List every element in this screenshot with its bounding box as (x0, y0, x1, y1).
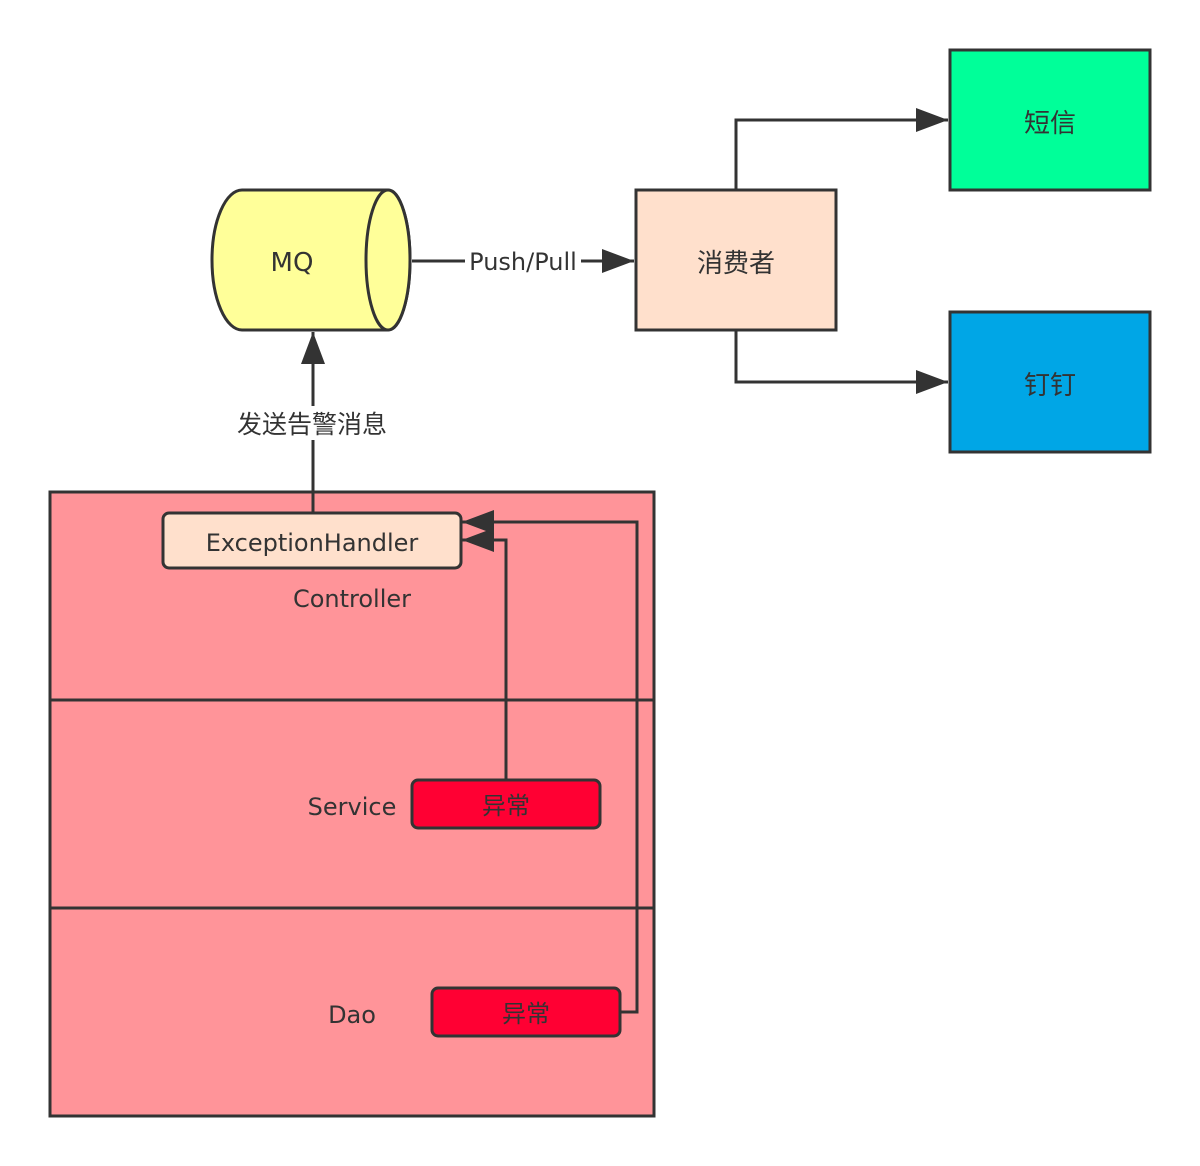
consumer-node: 消费者 (634, 188, 838, 332)
dao-exception-node: 异常 (430, 986, 622, 1038)
service-exception-node: 异常 (410, 778, 602, 830)
send-alert-label: 发送告警消息 (237, 410, 387, 439)
sms-label: 短信 (1024, 109, 1076, 139)
sms-box (948, 48, 1152, 192)
dao-exception-box (430, 986, 622, 1038)
exception-handler-node: ExceptionHandler (161, 511, 463, 570)
consumer-box (634, 188, 838, 332)
send-alert-label-bg (232, 406, 392, 440)
dingtalk-arrow (734, 330, 948, 394)
dao-exception-label: 异常 (502, 1000, 550, 1028)
mq-label: MQ (271, 248, 314, 278)
dao-label: Dao (328, 1001, 376, 1029)
push-pull-label-bg (465, 247, 581, 275)
dao-exception-arrow (462, 510, 639, 1014)
exception-handler-label: ExceptionHandler (206, 529, 419, 557)
consumer-label: 消费者 (697, 249, 775, 279)
dingtalk-box (948, 310, 1152, 454)
service-exception-arrow (462, 528, 508, 780)
mq-node: MQ (210, 188, 412, 332)
service-label: Service (308, 793, 397, 821)
push-pull-label: Push/Pull (469, 248, 577, 276)
dingtalk-label: 钉钉 (1024, 371, 1076, 401)
service-exception-label: 异常 (482, 792, 530, 820)
sms-arrow (734, 108, 948, 190)
controller-label: Controller (293, 585, 411, 613)
service-exception-box (410, 778, 602, 830)
sms-node: 短信 (948, 48, 1152, 192)
mq-cylinder-cap (364, 188, 412, 332)
dingtalk-node: 钉钉 (948, 310, 1152, 454)
exception-handler-box (161, 511, 463, 570)
connectors (301, 108, 948, 1014)
